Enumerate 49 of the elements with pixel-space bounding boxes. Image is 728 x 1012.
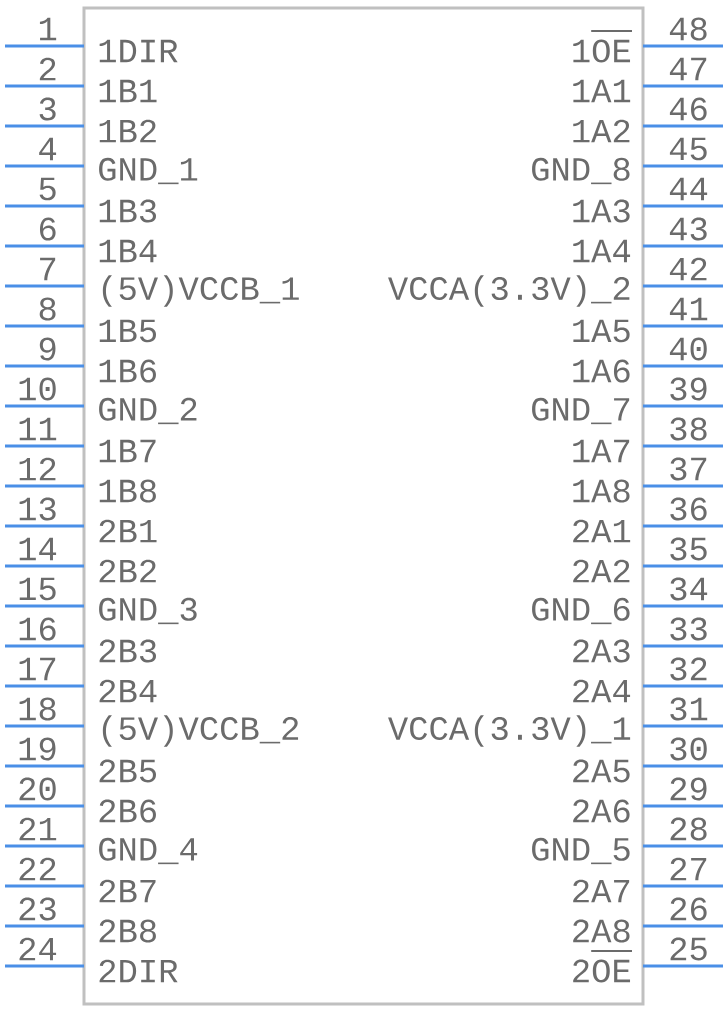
- pin-name: 2B1: [99, 519, 157, 543]
- pin-name: VCCA(3.3V)_1: [388, 715, 631, 747]
- pin-name: 1A8: [573, 479, 630, 503]
- pin-name: GND_8: [532, 157, 630, 185]
- pin-name: 2B4: [99, 679, 157, 703]
- pin-name: GND_4: [99, 837, 198, 865]
- chip-body: [82, 6, 645, 1006]
- pin-name: 1DIR: [99, 39, 178, 63]
- pin-name: 1B4: [99, 239, 157, 263]
- pin-name: 1B5: [99, 319, 156, 343]
- pin-name: 2DIR: [99, 959, 178, 983]
- pin-name: 2A6: [573, 799, 630, 823]
- pin-name: 2A8: [573, 919, 630, 943]
- pin-name: 1A2: [573, 119, 630, 143]
- pin-name: 1A6: [573, 359, 630, 383]
- pin-name: 2B8: [99, 919, 156, 943]
- pin-name: 1B3: [99, 199, 156, 223]
- pin-name: 2B5: [99, 759, 156, 783]
- pin-name: 1B8: [99, 479, 156, 503]
- pin-name: 1A1: [573, 79, 631, 103]
- pin-name: GND_2: [99, 397, 197, 425]
- pin-name: 2B2: [99, 559, 156, 583]
- pin-name: 2A3: [573, 639, 630, 663]
- pin-name: 1B6: [99, 359, 156, 383]
- pin-name: (5V)VCCB_1: [102, 275, 299, 307]
- pin-name: 2B7: [99, 879, 156, 903]
- pin-name: 1A3: [573, 199, 630, 223]
- pin-name: GND_5: [532, 837, 630, 865]
- pin-name: 1A5: [573, 319, 630, 343]
- pin-name: 1OE: [573, 30, 633, 63]
- pin-name: 2A1: [573, 519, 631, 543]
- pin-name: GND_7: [532, 397, 630, 425]
- pin-name: VCCA(3.3V)_2: [388, 275, 630, 307]
- pin-name: 1B7: [99, 439, 156, 463]
- pin-name: 2A4: [573, 679, 631, 703]
- pin-name: GND_1: [99, 157, 198, 185]
- pin-name: 1B1: [99, 79, 157, 103]
- pin-name: 2B3: [99, 639, 156, 663]
- pin-name: (5V)VCCB_2: [102, 715, 299, 747]
- pin-name: 2B6: [99, 799, 156, 823]
- pin-name: GND_6: [532, 597, 630, 625]
- pin-name: 2OE: [573, 950, 633, 983]
- pin-name: 1A7: [573, 439, 630, 463]
- pin-name: 2A7: [573, 879, 630, 903]
- pin-name: 1A4: [573, 239, 631, 263]
- pin-name: 1B2: [99, 119, 156, 143]
- pin-name: 2A2: [573, 559, 630, 583]
- pin-name: 2A5: [573, 759, 630, 783]
- pin-name: GND_3: [99, 597, 197, 625]
